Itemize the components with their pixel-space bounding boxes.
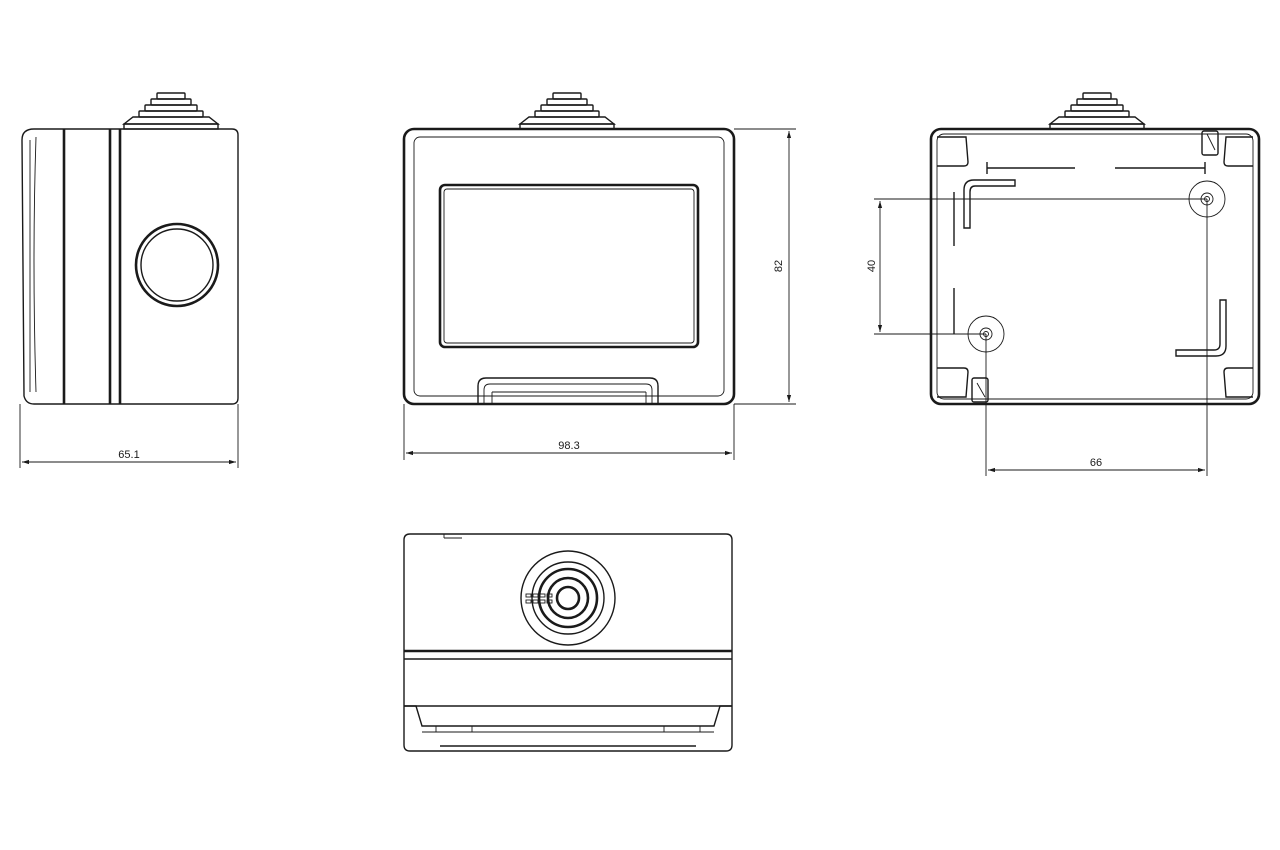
dim-hole-horizontal: 66 xyxy=(1090,457,1102,469)
bottom-view xyxy=(403,533,733,752)
cable-gland xyxy=(517,92,617,130)
side-view: 65.1 xyxy=(19,92,239,468)
dim-hole-vertical: 40 xyxy=(866,260,878,272)
cable-gland xyxy=(1047,92,1147,130)
cable-gland xyxy=(121,92,221,130)
sensor-ring-inner xyxy=(140,228,214,302)
front-view: 98.3 82 xyxy=(402,92,796,460)
dim-front-width: 98.3 xyxy=(558,440,579,452)
dim-front-height: 82 xyxy=(773,260,785,272)
sensor-rings xyxy=(520,550,616,646)
dim-side-width: 65.1 xyxy=(118,449,139,461)
rear-view: 40 66 xyxy=(866,92,1261,476)
display-window xyxy=(438,183,700,349)
sensor-ring-outer xyxy=(134,222,220,308)
front-latch xyxy=(477,377,659,404)
